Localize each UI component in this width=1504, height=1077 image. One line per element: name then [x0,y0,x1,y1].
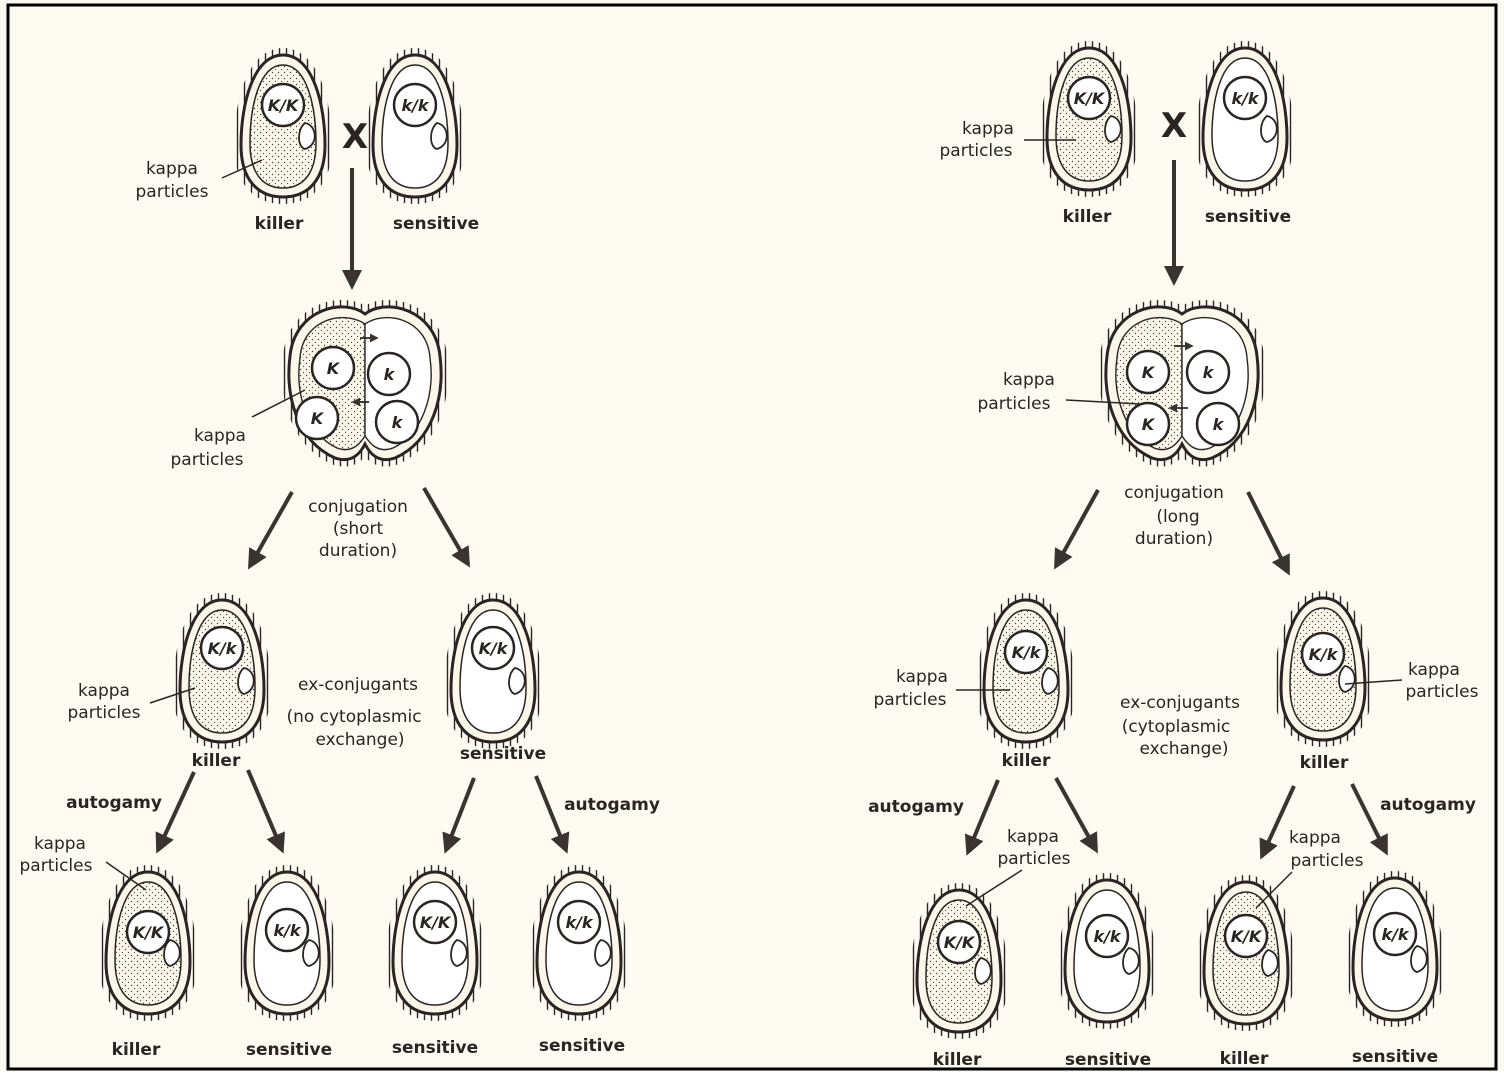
left-progeny-1: K/K [106,872,190,1014]
progeny-label: sensitive [246,1040,332,1060]
progeny-label: killer [112,1040,161,1060]
autogamy-label: autogamy [564,795,660,815]
left-progeny-4: k/k [537,872,621,1014]
kappa-label: kappa [1289,828,1341,848]
left-conjugating-pair: K k K k [289,307,441,460]
nucleus-label: k [384,365,396,384]
nucleus-label: k [392,413,404,432]
particles-label: particles [998,849,1071,869]
kappa-label: kappa [146,159,198,179]
cross-symbol: X [1161,106,1187,146]
progeny-label: sensitive [1065,1050,1151,1070]
particles-label: particles [20,856,93,876]
exconjugants-label: ex-conjugants [298,675,418,695]
right-conjugating-pair: K k K k [1106,307,1258,460]
genotype-label: k/k [401,96,429,115]
genotype-label: K/K [1074,89,1106,108]
exconjugant-killer-label: killer [1002,751,1051,771]
progeny-label: sensitive [392,1038,478,1058]
right-progeny-3: K/K [1204,882,1288,1024]
particles-label: particles [1291,851,1364,871]
kappa-label: kappa [962,119,1014,139]
kappa-label: kappa [1003,370,1055,390]
autogamy-label: autogamy [66,793,162,813]
parent-killer-label: killer [1063,207,1112,227]
left-exconjugant-sensitive: K/k [451,600,535,742]
particles-label: particles [68,703,141,723]
nucleus-label: K [1142,363,1156,382]
kappa-label: kappa [194,426,246,446]
parent-killer-label: killer [255,214,304,234]
genotype-label: K/K [944,933,976,952]
right-parent-killer: K/K [1047,48,1131,190]
autogamy-label: autogamy [1380,795,1476,815]
left-progeny-2: k/k [245,872,329,1014]
exconjugant-killer-label: killer [1300,753,1349,773]
parent-sensitive-label: sensitive [393,214,479,234]
nucleus-label: k [1203,363,1215,382]
kappa-label: kappa [78,681,130,701]
particles-label: particles [940,141,1013,161]
left-parent-killer: K/K [241,55,325,197]
parent-sensitive-label: sensitive [1205,207,1291,227]
right-exconjugant-killer-2: K/k [1281,598,1365,740]
genotype-label: K/k [479,639,509,658]
genotype-label: K/K [268,96,300,115]
genotype-label: k/k [1093,927,1121,946]
kappa-label: kappa [896,667,948,687]
autogamy-label: autogamy [868,797,964,817]
genotype-label: K/k [208,639,238,658]
duration-label: duration) [319,541,397,561]
particles-label: particles [978,394,1051,414]
duration-type-label: (short [333,519,384,539]
particles-label: particles [136,182,209,202]
kappa-label: kappa [34,834,86,854]
progeny-label: sensitive [539,1036,625,1056]
genotype-label: K/k [1012,643,1042,662]
right-progeny-1: K/K [917,890,1001,1032]
progeny-label: killer [1220,1049,1269,1069]
duration-type-label: (long [1156,507,1199,527]
left-exconjugant-killer: K/k [180,600,264,742]
particles-label: particles [874,690,947,710]
genotype-label: k/k [1231,89,1259,108]
genotype-label: K/K [420,913,452,932]
left-parent-sensitive: k/k [373,55,457,197]
nucleus-label: K [1142,415,1156,434]
conjugation-label: conjugation [308,497,408,517]
kappa-label: kappa [1408,660,1460,680]
exchange-note-label: (no cytoplasmic [286,707,421,727]
right-exconjugant-killer: K/k [984,600,1068,742]
left-progeny-3: K/K [393,872,477,1014]
genotype-label: k/k [273,921,301,940]
progeny-label: sensitive [1352,1047,1438,1067]
duration-label: duration) [1135,529,1213,549]
exchange-label: exchange) [315,730,404,750]
right-parent-sensitive: k/k [1203,48,1287,190]
conjugation-label: conjugation [1124,483,1224,503]
genotype-label: k/k [565,913,593,932]
nucleus-label: K [311,409,325,428]
genotype-label: K/K [133,923,165,942]
right-progeny-4: k/k [1353,878,1437,1020]
genotype-label: K/k [1309,645,1339,664]
exchange-note-label: (cytoplasmic [1122,717,1231,737]
nucleus-label: K [327,359,341,378]
cross-symbol: X [342,117,368,157]
genotype-label: K/K [1231,927,1263,946]
genotype-label: k/k [1381,925,1409,944]
kappa-label: kappa [1007,827,1059,847]
exconjugants-label: ex-conjugants [1120,693,1240,713]
right-progeny-2: k/k [1065,880,1149,1022]
exconjugant-sensitive-label: sensitive [460,744,546,764]
progeny-label: killer [933,1050,982,1070]
particles-label: particles [1406,682,1479,702]
exconjugant-killer-label: killer [192,751,241,771]
nucleus-label: k [1213,415,1225,434]
exchange-label: exchange) [1139,739,1228,759]
particles-label: particles [171,450,244,470]
